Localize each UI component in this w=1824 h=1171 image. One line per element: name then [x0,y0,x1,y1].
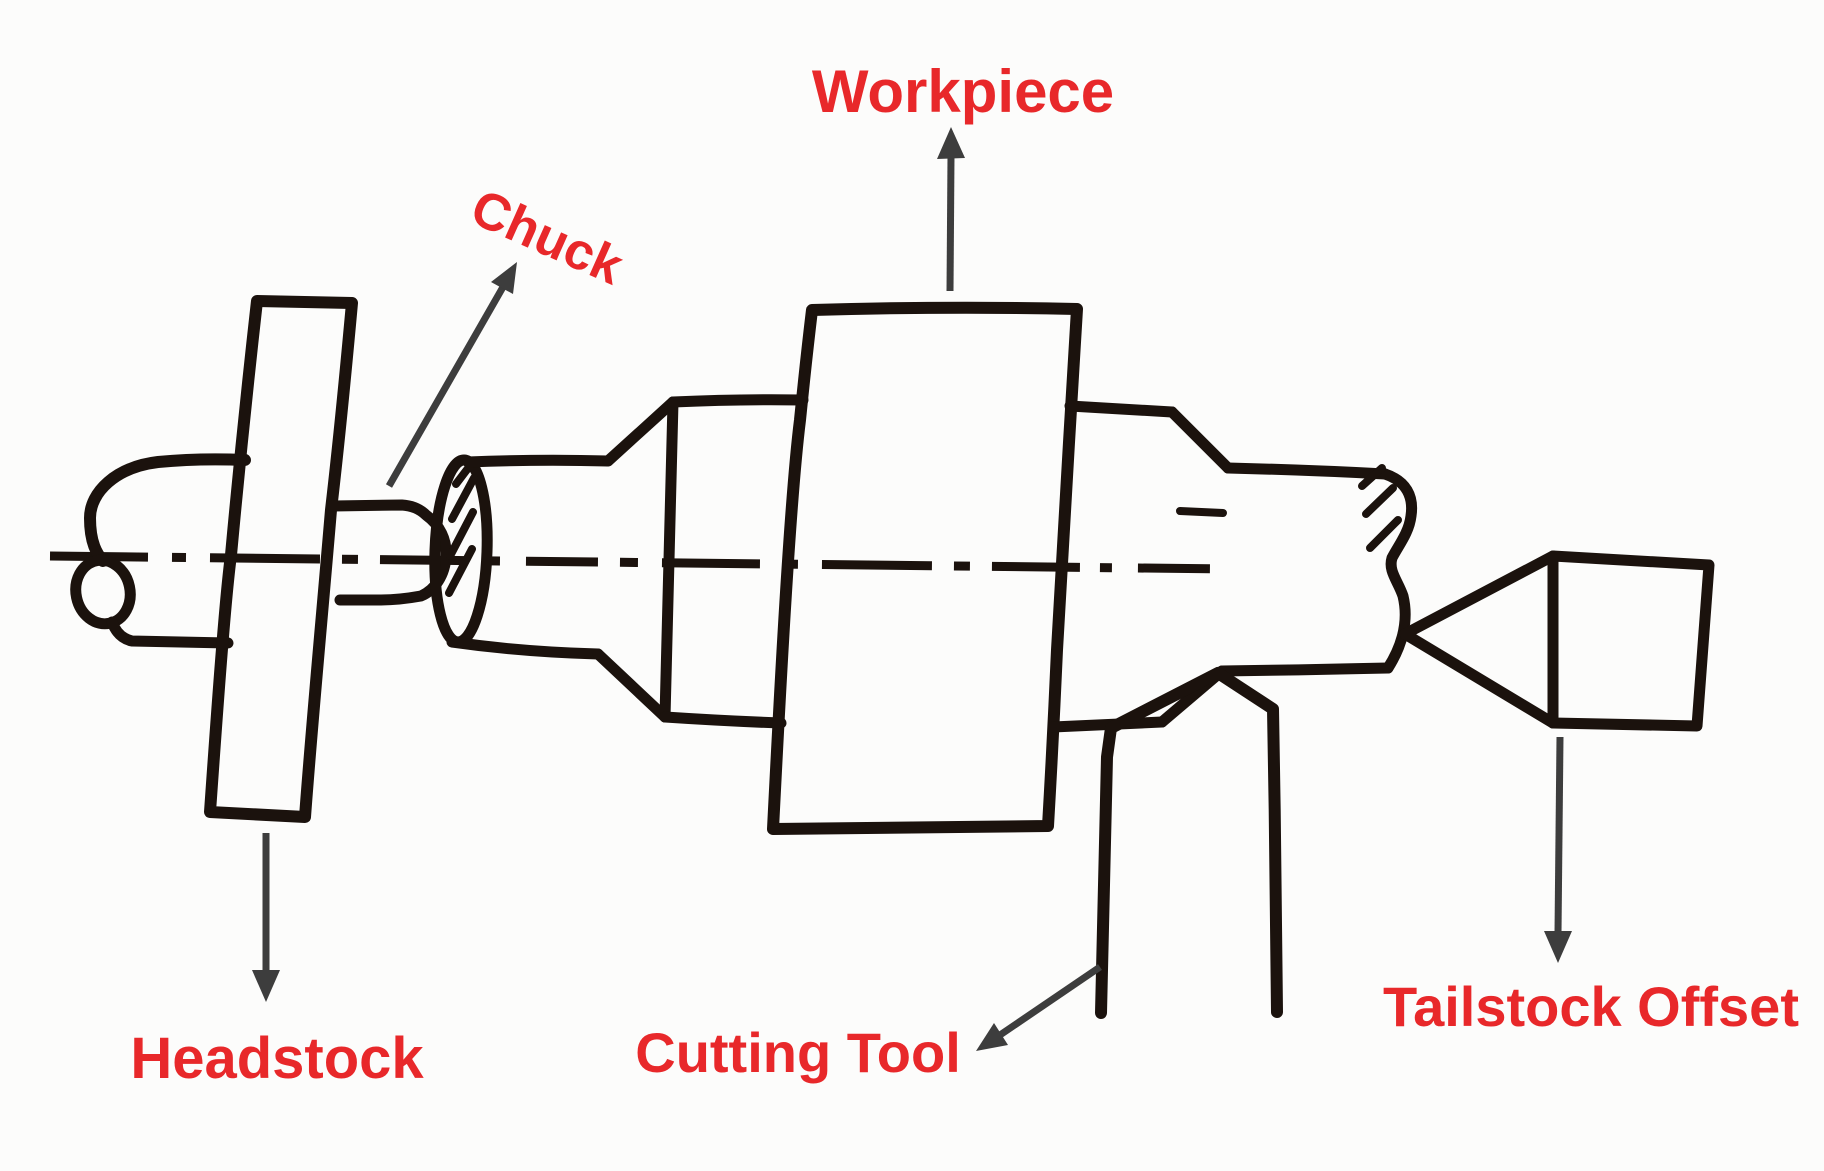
workpiece-arrowhead [937,127,965,159]
tailstock-quill-rect [1547,550,1715,732]
right-cylinder-top [1222,462,1391,480]
tailstock-center-shape [1399,550,1715,732]
chuck-shape [327,499,452,606]
workpiece-arrow [937,127,965,292]
workpiece-arrow-shaft [946,155,955,292]
spindle-top-and-left-end [84,453,251,567]
right-taper-top [1166,406,1234,474]
big-disc-outline [767,301,1083,835]
tailstock-offset-arrow-shaft [1554,736,1564,934]
left-step-line [659,396,679,723]
mid-cylinder-bottom [659,711,787,729]
headstock-arrow [252,833,280,1002]
center-line [49,507,1229,574]
headstock-faceplate-shape [204,295,358,823]
tailstock-cone [1399,550,1559,729]
faceplate-outline [204,295,358,823]
tailstock-offset-arrow [1544,736,1572,963]
headstock-arrowhead [252,970,280,1002]
headstock-spindle-shape [70,453,251,649]
cutting-tool-label: Cutting Tool [635,1021,961,1084]
tailstock-offset-label: Tailstock Offset [1383,975,1799,1038]
headstock-label: Headstock [130,1026,424,1091]
tailstock-offset-arrowhead [1544,931,1572,963]
workpiece-shape [429,301,1418,835]
chuck-arrowhead [491,262,517,294]
chuck-label: Chuck [463,179,632,297]
chuck-arrow-shaft [385,285,507,488]
annotation-arrows [252,127,1572,1051]
right-cylinder-bottom [1216,662,1394,677]
cutting-tool-arrowhead [976,1023,1008,1051]
spindle-bottom-edge [106,616,234,649]
cutting-tool-arrow-shaft [998,964,1102,1038]
small-cylinder-top [462,454,614,468]
small-cylinder-bottom [446,636,604,660]
workpiece-left-end-hatch [445,459,478,597]
chuck-arrow [385,262,517,488]
stray-mark [1176,507,1227,517]
center-line-stroke [49,551,1229,574]
chuck-outline [327,499,452,606]
right-end-cap-curve [1379,468,1418,674]
cutting-tool-outline [1095,667,1283,1019]
left-taper-bottom [592,648,671,723]
workpiece-label: Workpiece [812,58,1114,125]
cutting-tool-shape [1095,667,1283,1019]
right-end-hatch [1358,464,1402,552]
mid-cylinder-top [667,394,809,408]
right-mid-cylinder-top [1064,400,1178,418]
sketch-lines [70,295,1715,1019]
cutting-tool-arrow [976,964,1102,1051]
left-taper-top [602,396,679,467]
